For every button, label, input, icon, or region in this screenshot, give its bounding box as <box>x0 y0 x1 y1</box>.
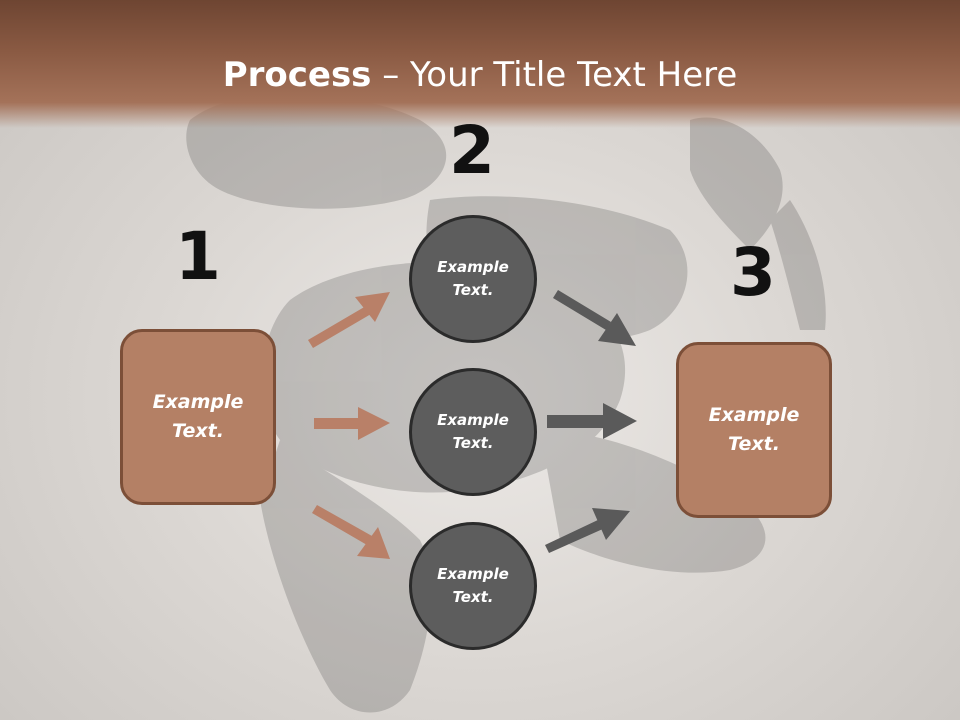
arrow-left-to-top-icon <box>308 292 390 348</box>
process-circle-top: Example Text. <box>409 215 537 343</box>
process-circle-bottom: Example Text. <box>409 522 537 650</box>
title-banner <box>0 0 960 128</box>
arrow-top-to-right-icon <box>553 290 636 346</box>
circle-middle-text: Example Text. <box>437 411 509 452</box>
arrow-bottom-to-right-icon <box>545 508 630 553</box>
arrow-left-to-bottom-icon <box>312 505 390 559</box>
slide-title: Process – Your Title Text Here <box>0 52 960 98</box>
circle-bottom-text: Example Text. <box>437 565 509 606</box>
arrow-middle-to-right-icon <box>547 403 637 439</box>
step-number-3: 3 <box>730 234 776 311</box>
arrow-left-to-middle-icon <box>314 407 390 440</box>
process-circle-middle: Example Text. <box>409 368 537 496</box>
right-process-box: Example Text. <box>676 342 832 518</box>
left-process-box: Example Text. <box>120 329 276 505</box>
circle-top-text: Example Text. <box>437 258 509 299</box>
step-number-2: 2 <box>449 112 495 189</box>
right-box-text: Example Text. <box>708 404 800 455</box>
title-rest-part: – Your Title Text Here <box>371 55 738 95</box>
title-bold-part: Process <box>222 55 372 95</box>
step-number-1: 1 <box>175 218 221 295</box>
left-box-text: Example Text. <box>152 391 244 442</box>
